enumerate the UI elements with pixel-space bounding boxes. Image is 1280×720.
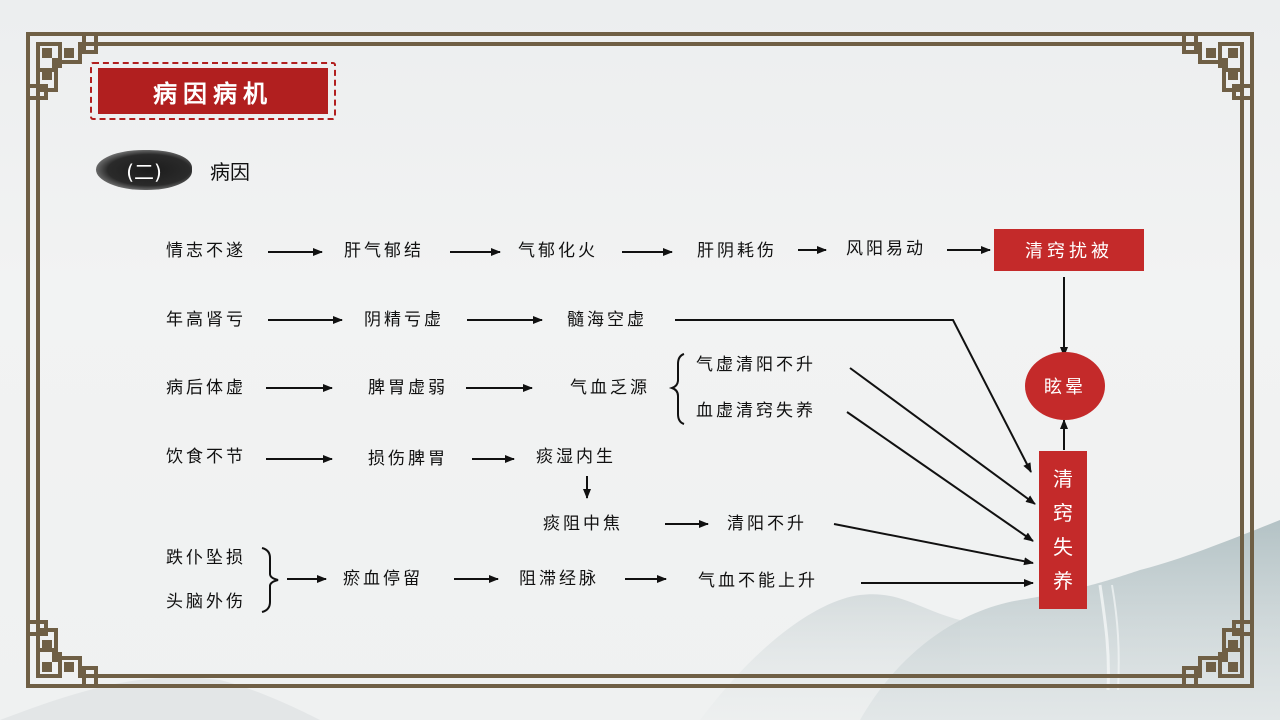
- box-orifices-malnourished: 清 窍 失 养: [1039, 451, 1087, 609]
- node-head-trauma: 头脑外伤: [166, 592, 246, 612]
- title-banner-border: [90, 62, 336, 120]
- node-liver-qi-stagnation: 肝气郁结: [344, 241, 424, 261]
- node-blood-stasis: 瘀血停留: [343, 569, 423, 589]
- node-qi-blood-source-lacking: 气血乏源: [570, 378, 650, 398]
- node-qi-blood-cannot-rise: 气血不能上升: [698, 571, 818, 591]
- node-emotional-stress: 情志不遂: [166, 241, 246, 261]
- vertical-char-4: 养: [1053, 569, 1073, 593]
- node-clear-yang-not-rising: 清阳不升: [727, 514, 807, 534]
- node-phlegm-obstructing: 痰阻中焦: [543, 514, 623, 534]
- node-blood-deficiency-branch: 血虚清窍失养: [696, 401, 816, 421]
- title-banner: 病因病机: [90, 62, 336, 120]
- node-qi-stagnation-fire: 气郁化火: [518, 241, 598, 261]
- section-title: 病因: [210, 160, 250, 184]
- node-liver-yin-damage: 肝阴耗伤: [697, 241, 777, 261]
- node-spleen-stomach-weakness: 脾胃虚弱: [368, 378, 448, 398]
- node-old-age-kidney-deficiency: 年高肾亏: [166, 310, 246, 330]
- vertical-char-1: 清: [1053, 467, 1073, 491]
- node-qi-deficiency-branch: 气虚清阳不升: [696, 355, 816, 375]
- section-number-badge: (二): [96, 150, 192, 190]
- node-improper-diet: 饮食不节: [166, 447, 246, 467]
- box-orifices-disturbed: 清窍扰被: [994, 229, 1144, 271]
- node-yin-essence-deficiency: 阴精亏虚: [364, 310, 444, 330]
- node-post-illness-weakness: 病后体虚: [166, 378, 246, 398]
- node-spleen-stomach-damage: 损伤脾胃: [368, 449, 448, 469]
- vertical-char-2: 窍: [1053, 501, 1073, 525]
- node-wind-yang-stirring: 风阳易动: [846, 239, 926, 259]
- node-marrow-sea-empty: 髓海空虚: [567, 310, 647, 330]
- page-title: 病因病机: [98, 68, 328, 114]
- node-meridian-blockage: 阻滞经脉: [519, 569, 599, 589]
- center-dizziness: 眩晕: [1025, 352, 1105, 420]
- node-fall-injury: 跌仆坠损: [166, 548, 246, 568]
- node-phlegm-damp-arising: 痰湿内生: [536, 447, 616, 467]
- vertical-char-3: 失: [1053, 535, 1073, 559]
